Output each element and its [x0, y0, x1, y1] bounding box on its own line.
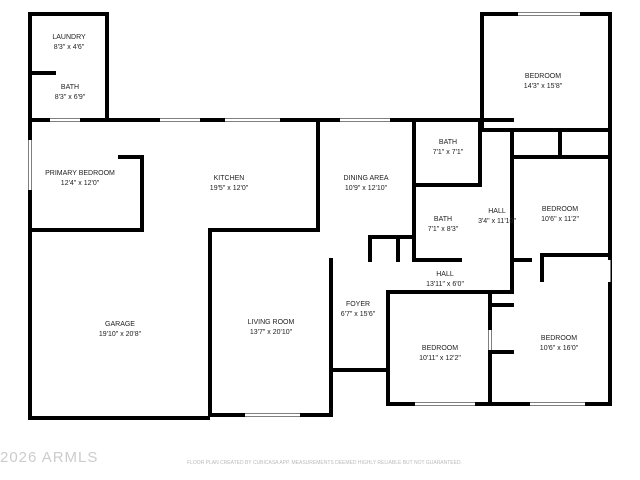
room-name: BATH	[438, 139, 458, 146]
room-label: BEDROOM 10'6" x 16'0"	[540, 334, 578, 354]
room-dims: 10'6" x 16'0"	[539, 345, 579, 352]
room-label: HALL 13'11" x 6'0"	[426, 270, 464, 290]
room-label: BEDROOM 10'6" x 11'2"	[541, 205, 579, 225]
room-label: PRIMARY BEDROOM 12'4" x 12'0"	[45, 169, 115, 189]
room-name: BEDROOM	[524, 73, 562, 80]
room-label: LAUNDRY 8'3" x 4'6"	[52, 33, 85, 53]
room-dims: 8'3" x 6'9"	[54, 94, 86, 101]
room-dims: 10'9" x 12'10"	[344, 185, 388, 192]
room-name: BEDROOM	[421, 345, 459, 352]
room-name: BATH	[60, 84, 80, 91]
room-name: PRIMARY BEDROOM	[45, 170, 115, 177]
room-dims: 12'4" x 12'0"	[60, 180, 100, 187]
disclaimer: FLOOR PLAN CREATED BY CUBICASA APP. MEAS…	[187, 460, 462, 466]
room-dims: 7'1" x 7'1"	[432, 149, 464, 156]
room-label: DINING AREA 10'9" x 12'10"	[343, 174, 388, 194]
room-dims: 19'5" x 12'0"	[209, 185, 249, 192]
room-label: BEDROOM 10'11" x 12'2"	[419, 344, 461, 364]
room-name: BEDROOM	[540, 335, 578, 342]
room-label: BEDROOM 14'3" x 15'8"	[524, 72, 562, 92]
room-name: LAUNDRY	[52, 34, 86, 41]
room-dims: 10'11" x 12'2"	[419, 355, 461, 362]
watermark: 2026 ARMLS	[0, 449, 99, 466]
room-label: GARAGE 19'10" x 20'8"	[99, 320, 141, 340]
room-name: DINING AREA	[343, 175, 389, 182]
room-dims: 19'10" x 20'8"	[98, 331, 142, 338]
room-dims: 13'7" x 20'10"	[249, 329, 293, 336]
room-name: LIVING ROOM	[247, 319, 295, 326]
room-name: KITCHEN	[213, 175, 245, 182]
room-dims: 13'11" x 6'0"	[426, 281, 464, 288]
room-dims: 8'3" x 4'6"	[53, 44, 85, 51]
room-label: FOYER 6'7" x 15'6"	[341, 300, 376, 320]
room-dims: 14'3" x 15'8"	[523, 83, 563, 90]
room-dims: 7'1" x 8'3"	[427, 226, 459, 233]
room-dims: 6'7" x 15'6"	[340, 311, 376, 318]
room-label: BATH 8'3" x 6'9"	[55, 83, 86, 103]
room-name: HALL	[436, 271, 454, 278]
room-name: FOYER	[345, 301, 371, 308]
room-name: BEDROOM	[541, 206, 579, 213]
room-label: LIVING ROOM 13'7" x 20'10"	[248, 318, 295, 338]
room-dims: 10'6" x 11'2"	[541, 216, 579, 223]
room-name: BATH	[433, 216, 453, 223]
room-name: HALL	[488, 208, 506, 215]
room-label: HALL 3'4" x 11'10"	[478, 207, 516, 227]
room-label: KITCHEN 19'5" x 12'0"	[210, 174, 248, 194]
room-dims: 3'4" x 11'10"	[478, 218, 516, 225]
room-label: BATH 7'1" x 7'1"	[433, 138, 464, 158]
room-name: GARAGE	[105, 321, 135, 328]
room-label: BATH 7'1" x 8'3"	[428, 215, 459, 235]
